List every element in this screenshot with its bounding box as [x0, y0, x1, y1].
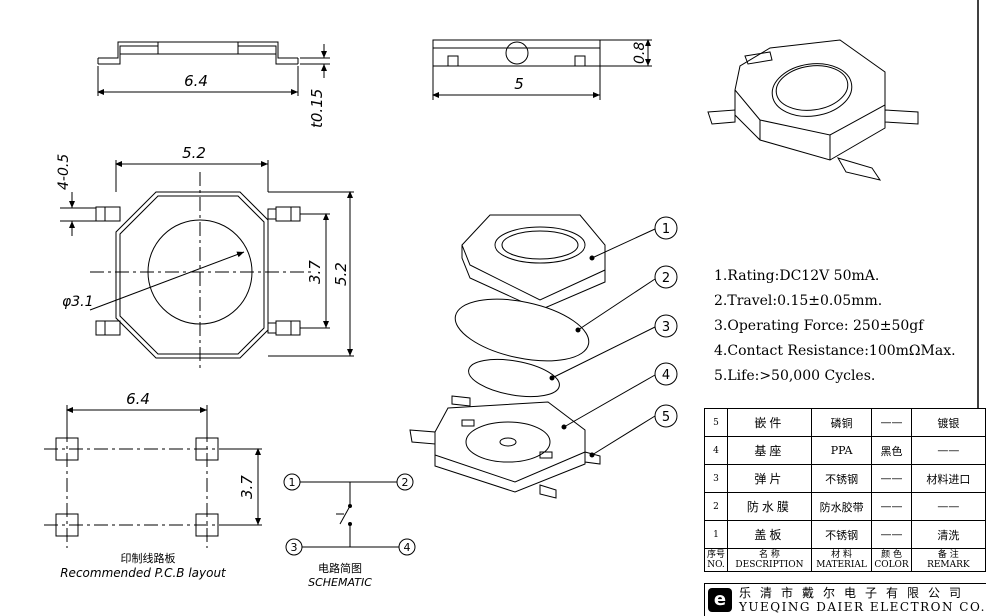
header-col-en: COLOR — [874, 560, 909, 570]
callout-4: 4 — [662, 368, 670, 383]
exploded-view — [409, 214, 678, 499]
company-block: e 乐清市戴尔电子有限公司 YUEQING DAIER ELECTRON CO.… — [704, 583, 986, 616]
dim-actuator-diameter: φ3.1 — [62, 294, 94, 310]
bom-color: 黑色 — [871, 436, 912, 465]
header-col-cn: 颜 色 — [881, 550, 902, 560]
header-rem-en: REMARK — [927, 560, 970, 570]
schematic-label-cn: 电路简图 — [318, 561, 362, 575]
bom-remark: —— — [910, 436, 986, 465]
side-view — [97, 41, 330, 96]
dim-thickness: t0.15 — [308, 89, 326, 128]
bom-no: 5 — [703, 408, 729, 437]
bom-table: 5 嵌件 磷铜 —— 镀银 4 基座 PPA 黑色 —— 3 弹片 不锈钢 ——… — [703, 408, 986, 572]
schematic-pin-4: 4 — [404, 541, 411, 554]
bom-color: —— — [871, 464, 912, 493]
callout-3: 3 — [662, 320, 670, 335]
dim-side-width: 6.4 — [184, 72, 208, 90]
spec-travel: 2.Travel:0.15±0.05mm. — [714, 293, 883, 309]
dim-top-height: 5.2 — [332, 262, 350, 286]
callout-1: 1 — [662, 222, 670, 237]
bom-desc: 弹片 — [727, 464, 812, 493]
schematic-pin-3: 3 — [291, 541, 298, 554]
header-mat-en: MATERIAL — [816, 560, 867, 570]
spec-resistance: 4.Contact Resistance:100mΩMax. — [714, 343, 956, 359]
bom-remark: 材料进口 — [910, 464, 986, 493]
header-no-en: NO. — [707, 560, 725, 570]
spec-rating: 1.Rating:DC12V 50mA. — [714, 268, 880, 284]
bom-desc: 盖板 — [727, 520, 812, 549]
company-name-cn: 乐清市戴尔电子有限公司 — [739, 586, 971, 600]
header-mat-cn: 材 料 — [831, 550, 853, 560]
bom-no: 4 — [703, 436, 729, 465]
bom-material: 不锈钢 — [810, 520, 873, 549]
callout-2: 2 — [662, 271, 670, 286]
company-name-en: YUEQING DAIER ELECTRON CO.,LTD — [739, 600, 986, 614]
bom-color: —— — [871, 492, 912, 521]
header-desc-cn: 名 称 — [758, 550, 780, 560]
dim-pcb-height: 3.7 — [238, 475, 256, 499]
pcb-layout — [44, 405, 262, 548]
schematic-label-en: SCHEMATIC — [308, 576, 372, 589]
company-logo: e — [708, 588, 732, 612]
pcb-label-cn: 印制线路板 — [121, 551, 176, 565]
spec-life: 5.Life:>50,000 Cycles. — [714, 368, 876, 384]
bom-remark: 清洗 — [910, 520, 986, 549]
table-row: 3 弹片 不锈钢 —— 材料进口 — [703, 464, 986, 493]
bom-color: —— — [871, 408, 912, 437]
top-view — [60, 160, 354, 370]
bom-material: PPA — [810, 436, 873, 465]
front-view — [432, 39, 652, 100]
bom-material: 防水胶带 — [810, 492, 873, 521]
bom-color: —— — [871, 520, 912, 549]
callout-5: 5 — [662, 410, 670, 425]
bom-material: 磷铜 — [810, 408, 873, 437]
table-row: 5 嵌件 磷铜 —— 镀银 — [703, 408, 986, 437]
header-rem-cn: 备 注 — [937, 550, 959, 560]
bom-desc: 基座 — [727, 436, 812, 465]
schematic — [283, 473, 416, 556]
table-row: 1 盖板 不锈钢 —— 清洗 — [703, 520, 986, 549]
bom-remark: 镀银 — [910, 408, 986, 437]
header-no-cn: 序号 — [707, 550, 726, 560]
pcb-label-en: Recommended P.C.B layout — [60, 566, 227, 580]
bom-desc: 嵌件 — [727, 408, 812, 437]
isometric-view — [707, 39, 919, 181]
header-desc-en: DESCRIPTION — [735, 560, 804, 570]
bom-no: 2 — [703, 492, 729, 521]
dim-front-width: 5 — [514, 75, 524, 93]
dim-terminal-pitch: 4-0.5 — [56, 154, 72, 190]
spec-force: 3.Operating Force: 250±50gf — [714, 318, 924, 334]
schematic-pin-2: 2 — [402, 476, 409, 489]
bom-desc: 防水膜 — [727, 492, 812, 521]
table-row: 4 基座 PPA 黑色 —— — [703, 436, 986, 465]
dim-top-width: 5.2 — [182, 144, 206, 162]
bom-remark: —— — [910, 492, 986, 521]
table-row: 2 防水膜 防水胶带 —— —— — [703, 492, 986, 521]
bom-no: 1 — [703, 520, 729, 549]
spec-list: 1.Rating:DC12V 50mA. 2.Travel:0.15±0.05m… — [714, 264, 956, 389]
bom-no: 3 — [703, 464, 729, 493]
dim-inner-span: 3.7 — [306, 260, 324, 284]
bom-material: 不锈钢 — [810, 464, 873, 493]
dim-pcb-width: 6.4 — [126, 390, 150, 408]
dim-height: 0.8 — [632, 42, 648, 64]
schematic-pin-1: 1 — [289, 476, 296, 489]
